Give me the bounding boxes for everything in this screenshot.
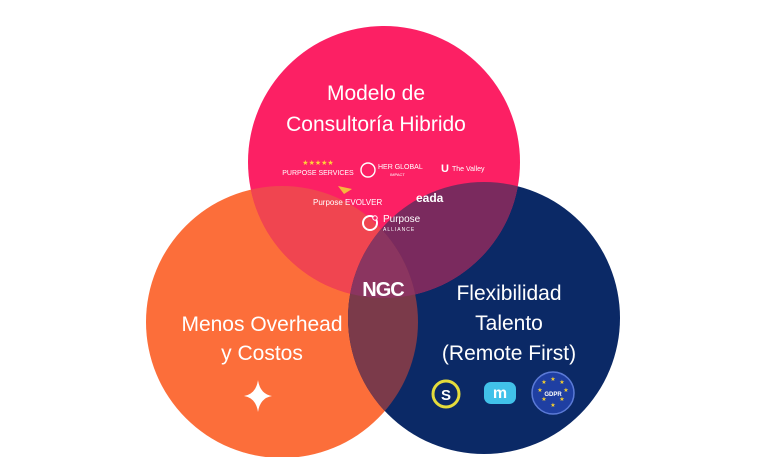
svg-text:HER GLOBAL: HER GLOBAL [378, 164, 423, 171]
svg-text:★: ★ [550, 402, 555, 409]
right-title-line1: Flexibilidad [456, 282, 561, 305]
svg-text:Purpose: Purpose [383, 214, 421, 225]
svg-text:m: m [493, 385, 507, 402]
svg-text:GDPR: GDPR [544, 392, 562, 398]
her-global-impact-logo: HER GLOBAL IMPACT [360, 162, 423, 178]
svg-text:★: ★ [537, 387, 542, 394]
left-title-line2: y Costos [221, 342, 303, 365]
svg-text:★: ★ [559, 379, 564, 386]
u-icon: U [441, 163, 449, 175]
svg-text:The Valley: The Valley [452, 166, 485, 173]
svg-text:eada: eada [416, 191, 444, 205]
left-title-line1: Menos Overhead [181, 313, 342, 336]
m-logo-icon [484, 382, 516, 404]
svg-text:★: ★ [541, 396, 546, 403]
svg-text:★: ★ [563, 387, 568, 394]
purpose-evolver-icon [338, 186, 352, 194]
right-title-line2: Talento [475, 312, 543, 335]
m-logo: m [484, 382, 516, 404]
center-label: NGC [362, 279, 404, 301]
eu-stars-icon [531, 371, 575, 415]
svg-text:Purpose EVOLVER: Purpose EVOLVER [313, 198, 382, 207]
purpose-alliance-icon [362, 215, 378, 231]
svg-text:PURPOSE SERVICES: PURPOSE SERVICES [282, 170, 354, 177]
purpose-alliance-logo: Purpose ALLIANCE [362, 214, 421, 233]
right-title-line3: (Remote First) [442, 342, 576, 365]
svg-text:★: ★ [541, 379, 546, 386]
overlap-top-left [248, 186, 418, 298]
eada-logo: eada [416, 191, 444, 205]
top-title-line2: Consultoría Hibrido [286, 113, 466, 136]
her-global-icon [360, 162, 376, 178]
svg-text:S: S [441, 387, 451, 404]
svg-text:★★★★★: ★★★★★ [302, 159, 333, 167]
svg-text:★: ★ [550, 376, 555, 383]
purpose-services-logo: ★★★★★ PURPOSE SERVICES [282, 159, 354, 177]
purpose-evolver-logo: Purpose EVOLVER [313, 186, 382, 207]
overlap-top-right [348, 182, 520, 298]
sparkle-icon [244, 380, 272, 412]
the-valley-logo: U The Valley [441, 163, 485, 175]
svg-text:★: ★ [559, 396, 564, 403]
svg-text:IMPACT: IMPACT [390, 172, 405, 177]
s-circle-icon [431, 379, 461, 409]
top-title-line1: Modelo de [327, 82, 425, 105]
s-circle-logo: S [431, 379, 461, 409]
svg-text:ALLIANCE: ALLIANCE [383, 227, 415, 233]
gdpr-logo: ★ ★ ★ ★ ★ ★ ★ ★ GDPR [531, 371, 575, 415]
